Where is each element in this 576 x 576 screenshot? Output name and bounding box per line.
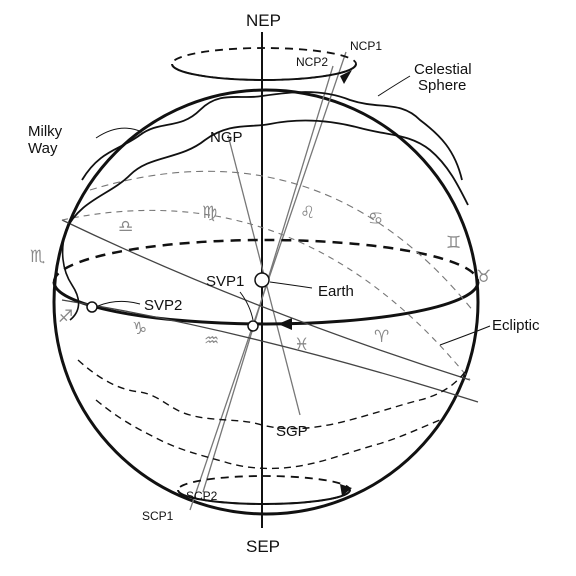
celestial-sphere-label-line2: Sphere (418, 77, 466, 94)
scp2-label: SCP2 (186, 489, 218, 503)
pisces-icon: ♓ (294, 335, 309, 355)
celestial-sphere-leader (377, 75, 411, 97)
capricorn-icon: ♑ (132, 319, 147, 339)
south-precession-arrow (340, 484, 352, 496)
svp2-label: SVP2 (144, 297, 182, 314)
nep-label: NEP (246, 11, 281, 30)
scp1-label: SCP1 (142, 509, 174, 523)
celestial-equator-front (61, 219, 471, 381)
milky-way-leader (95, 127, 143, 139)
earth-leader (269, 281, 313, 289)
aries-icon: ♈ (374, 327, 389, 347)
milky-way-south-lower (95, 399, 441, 470)
svp1-leader (239, 291, 254, 321)
taurus-icon: ♉ (476, 267, 491, 287)
celestial-sphere-label-line1: Celestial (414, 61, 472, 78)
earth-label: Earth (318, 283, 354, 300)
scorpio-icon: ♏ (30, 247, 45, 267)
leo-icon: ♌ (300, 203, 315, 223)
libra-icon: ♎ (118, 217, 133, 237)
sgp-label: SGP (276, 423, 308, 440)
earth-marker (254, 272, 270, 288)
virgo-icon: ♍ (202, 203, 217, 223)
north-precession-front (171, 63, 357, 81)
svp2-leader (97, 300, 141, 307)
ncp2-label: NCP2 (296, 55, 328, 69)
ngp-label: NGP (210, 129, 243, 146)
ecliptic-leader (439, 325, 491, 346)
galactic-equator-back (89, 170, 475, 313)
milky-way-south-upper (77, 359, 466, 430)
south-precession-front (177, 489, 351, 505)
ecliptic-label: Ecliptic (492, 317, 540, 334)
sagittarius-icon: ♐ (58, 307, 73, 327)
milky-way-label-line1: Milky (28, 123, 63, 140)
svp2-marker (86, 301, 98, 313)
gemini-icon: ♊ (446, 233, 461, 253)
celestial-sphere-outline (52, 88, 480, 516)
celestial-equator-back (61, 209, 471, 381)
milky-way-label-line2: Way (28, 140, 58, 157)
ecliptic-direction-arrow (278, 318, 292, 330)
north-precession-arrow (340, 70, 352, 84)
aquarius-icon: ♒ (204, 331, 219, 351)
galactic-equator-front (61, 299, 479, 403)
milky-way-left-swirl (61, 229, 80, 321)
svp1-label: SVP1 (206, 273, 244, 290)
milky-way-lower-edge (65, 119, 469, 231)
sep-label: SEP (246, 537, 280, 556)
ncp1-label: NCP1 (350, 39, 382, 53)
cancer-icon: ♋ (368, 209, 383, 229)
milky-way-upper-edge (81, 91, 463, 181)
ecliptic-plane-back (52, 238, 480, 283)
svp1-marker (247, 320, 259, 332)
